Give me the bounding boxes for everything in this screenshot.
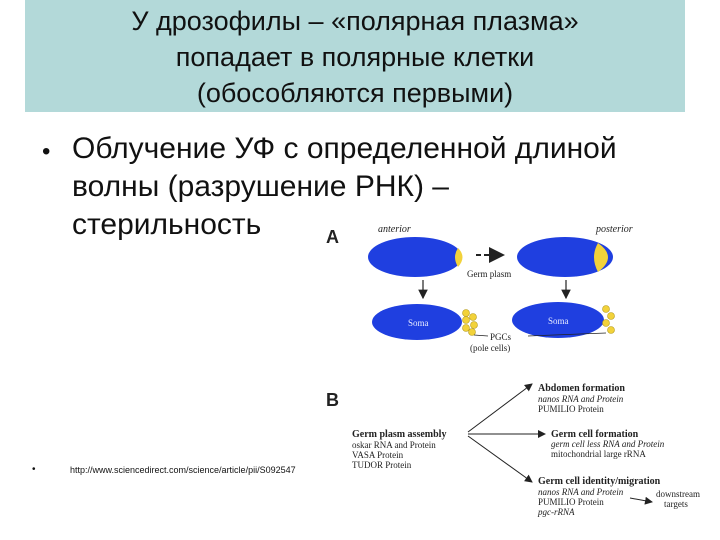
- soma-label-right: Soma: [548, 316, 569, 326]
- branch-arrow-abdomen: [468, 384, 532, 432]
- pole-cells-label: (pole cells): [470, 343, 510, 353]
- identity-title: Germ cell identity/migration: [538, 476, 661, 487]
- identity-item: PUMILIO Protein: [538, 497, 604, 507]
- embryo-top-left: [368, 237, 463, 277]
- panel-a-label: A: [326, 227, 339, 247]
- posterior-label: posterior: [595, 224, 633, 235]
- downstream-arrow: [630, 498, 652, 502]
- assembly-title: Germ plasm assembly: [352, 429, 446, 440]
- germcell-item: mitochondrial large rRNA: [551, 449, 646, 459]
- anterior-label: anterior: [378, 224, 411, 235]
- downstream-label: targets: [664, 499, 688, 509]
- pgcs-label: PGCs: [490, 332, 512, 342]
- identity-item: pgc-rRNA: [537, 507, 575, 517]
- abdomen-title: Abdomen formation: [538, 383, 625, 394]
- pgc-pointer-left: [474, 335, 488, 336]
- embryo-top-right: [517, 237, 613, 277]
- pole-cells: [463, 310, 478, 336]
- germ-plasm-label: Germ plasm: [467, 269, 511, 279]
- germcell-item: germ cell less RNA and Protein: [551, 439, 665, 449]
- assembly-item: oskar RNA and Protein: [352, 440, 436, 450]
- identity-item: nanos RNA and Protein: [538, 487, 624, 497]
- assembly-item: VASA Protein: [352, 450, 404, 460]
- branch-arrow-identity: [468, 436, 532, 482]
- panel-b-label: B: [326, 390, 339, 410]
- pole-cells: [603, 306, 615, 334]
- downstream-label: downstream: [656, 489, 700, 499]
- abdomen-item: nanos RNA and Protein: [538, 394, 624, 404]
- abdomen-item: PUMILIO Protein: [538, 404, 604, 414]
- assembly-item: TUDOR Protein: [352, 460, 412, 470]
- soma-label-left: Soma: [408, 318, 429, 328]
